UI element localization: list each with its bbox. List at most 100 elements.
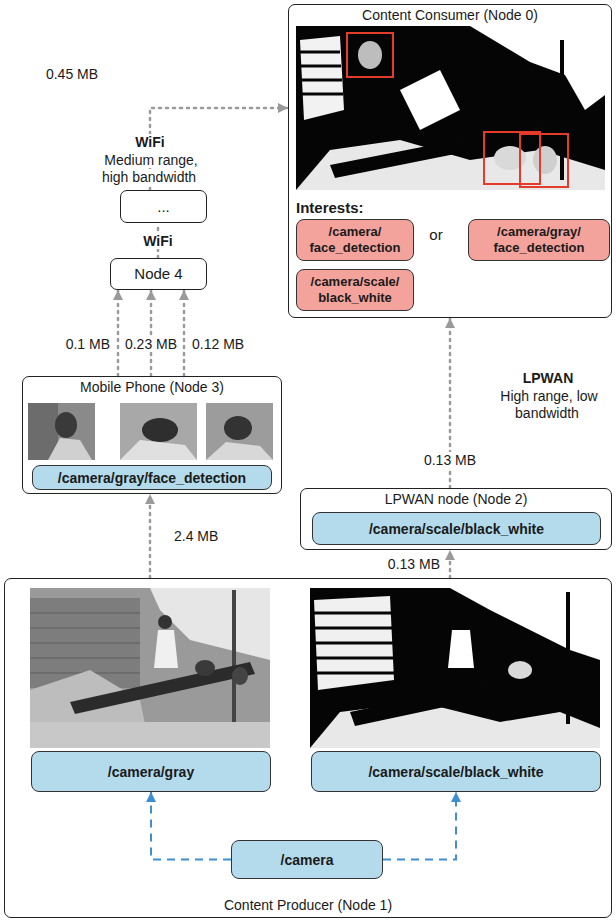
consumer-photo-part (330, 120, 565, 178)
gray-photo-part (154, 630, 178, 668)
face-crops-part (224, 416, 252, 440)
interest-pill: /camera/scale/ black_white (296, 269, 414, 311)
node-text: /camera/gray (105, 764, 197, 780)
interest-pill: /camera/gray/ face_detection (468, 219, 610, 261)
consumer-photo-part (358, 41, 382, 69)
consumer-box: Content Consumer (Node 0) Interests: /came… (288, 4, 612, 318)
consumer-photo-part (533, 146, 557, 174)
node-text: /camera/gray/face_detection (55, 470, 249, 486)
consumer-photo-part (470, 26, 605, 110)
edge-label: 0.23 MB (123, 336, 179, 352)
function-pill: /camera/scale/black_white (311, 751, 601, 792)
face-crops-part (120, 440, 197, 460)
function-pill: /camera/gray (31, 751, 271, 792)
derivation-arrow (151, 792, 231, 860)
annotation-text: WiFi (115, 134, 185, 151)
transfer-arrow (149, 494, 152, 578)
transfer-arrow (183, 290, 186, 376)
node-text: /camera/gray/ face_detection (469, 224, 609, 256)
node-text: /camera/scale/ black_white (297, 274, 413, 306)
face-crops-part (206, 442, 273, 460)
relay-box: Node 4 (110, 258, 207, 290)
bw-photo-part (314, 596, 394, 690)
node-title: Content Producer (Node 1) (5, 897, 611, 914)
annotation-text: LPWAN (503, 370, 593, 387)
consumer-photo-part (400, 70, 460, 130)
face-crops-part (120, 403, 197, 460)
node-title: Mobile Phone (Node 3) (23, 379, 281, 396)
section-heading: Interests: (289, 199, 611, 217)
node-text: /camera (278, 852, 337, 868)
bw-photo-part (350, 665, 580, 726)
consumer-photo-part (560, 40, 564, 180)
consumer-photo-part (296, 26, 605, 190)
bw-photo-part (566, 592, 570, 724)
gray-photo-part (195, 660, 215, 676)
node-title: LPWAN node (Node 2) (301, 491, 611, 508)
face-crops-part (55, 412, 77, 438)
function-pill: /camera (231, 840, 383, 879)
consumer-photo (296, 26, 605, 190)
edge-label: 0.13 MB (422, 452, 478, 468)
annotation-text: High range, low bandwidth (498, 388, 597, 421)
annotation-text: WiFi (133, 134, 166, 150)
annotation-text: Medium range, high bandwidth (102, 152, 198, 185)
node-title: Content Consumer (Node 0) (289, 7, 611, 24)
annotation-text: or (427, 226, 444, 243)
bw-photo-part (448, 630, 474, 668)
transfer-arrow (150, 290, 153, 376)
bw-photo-part (452, 614, 468, 630)
function-pill: /camera/gray/face_detection (32, 465, 272, 490)
node-text: /camera/scale/black_white (365, 764, 546, 780)
consumer-photo-part (300, 52, 343, 94)
face-crops-part (28, 403, 95, 460)
gray-photo-part (158, 615, 172, 629)
annotation-text: or (421, 226, 451, 243)
transfer-arrow (117, 290, 120, 376)
phone-box: Mobile Phone (Node 3) /camera/gray/face_d… (22, 376, 282, 494)
bw-photo-part (508, 661, 532, 679)
gray-photo-part (70, 662, 255, 714)
bw-photo (310, 588, 600, 748)
producer-box: Content Producer (Node 1) /camera/gray/ca… (4, 578, 612, 918)
node-text: /camera/ face_detection (297, 224, 413, 256)
edge-label: 0.13 MB (386, 556, 442, 572)
bw-photo-part (310, 702, 600, 748)
node-text: /camera/scale/black_white (366, 521, 547, 537)
face-crops-part (206, 403, 273, 460)
consumer-photo-part (494, 146, 526, 170)
gray-photo-part (30, 613, 140, 673)
annotation-text: WiFi (141, 233, 174, 249)
annotation-text: High range, low bandwidth (496, 388, 600, 422)
function-pill: /camera/scale/black_white (312, 512, 601, 545)
edge-label: 0.45 MB (44, 66, 100, 82)
lpwan-box: LPWAN node (Node 2) /camera/scale/black_w… (300, 488, 612, 550)
gray-photo-part (232, 590, 236, 722)
node-text: Node 4 (134, 266, 182, 282)
gray-photo-part (30, 722, 270, 748)
face-crops-part (142, 418, 178, 442)
face-crops-part (48, 438, 92, 460)
relay-box: ... (120, 190, 207, 223)
edge-label: 2.4 MB (172, 528, 220, 544)
consumer-photo-part (300, 36, 344, 120)
consumer-photo-part (347, 33, 393, 77)
annotation-text: LPWAN (521, 370, 576, 386)
bw-photo-part (314, 613, 394, 673)
edge-label: 0.1 MB (64, 336, 112, 352)
derivation-arrow (383, 792, 456, 860)
face-crops (28, 403, 273, 460)
bw-photo-part (450, 588, 600, 660)
node-text: ... (157, 199, 170, 215)
gray-photo (30, 588, 270, 748)
annotation-text: Medium range, high bandwidth (94, 152, 206, 186)
gray-photo-part (232, 667, 248, 685)
annotation-text: WiFi (123, 233, 193, 250)
transfer-arrow (449, 550, 452, 578)
consumer-photo-part (520, 134, 568, 187)
gray-photo-part (30, 588, 270, 748)
edge-label: 0.12 MB (190, 336, 246, 352)
bw-photo-part (310, 588, 600, 748)
interest-pill: /camera/ face_detection (296, 219, 414, 261)
consumer-photo-part (484, 132, 540, 184)
